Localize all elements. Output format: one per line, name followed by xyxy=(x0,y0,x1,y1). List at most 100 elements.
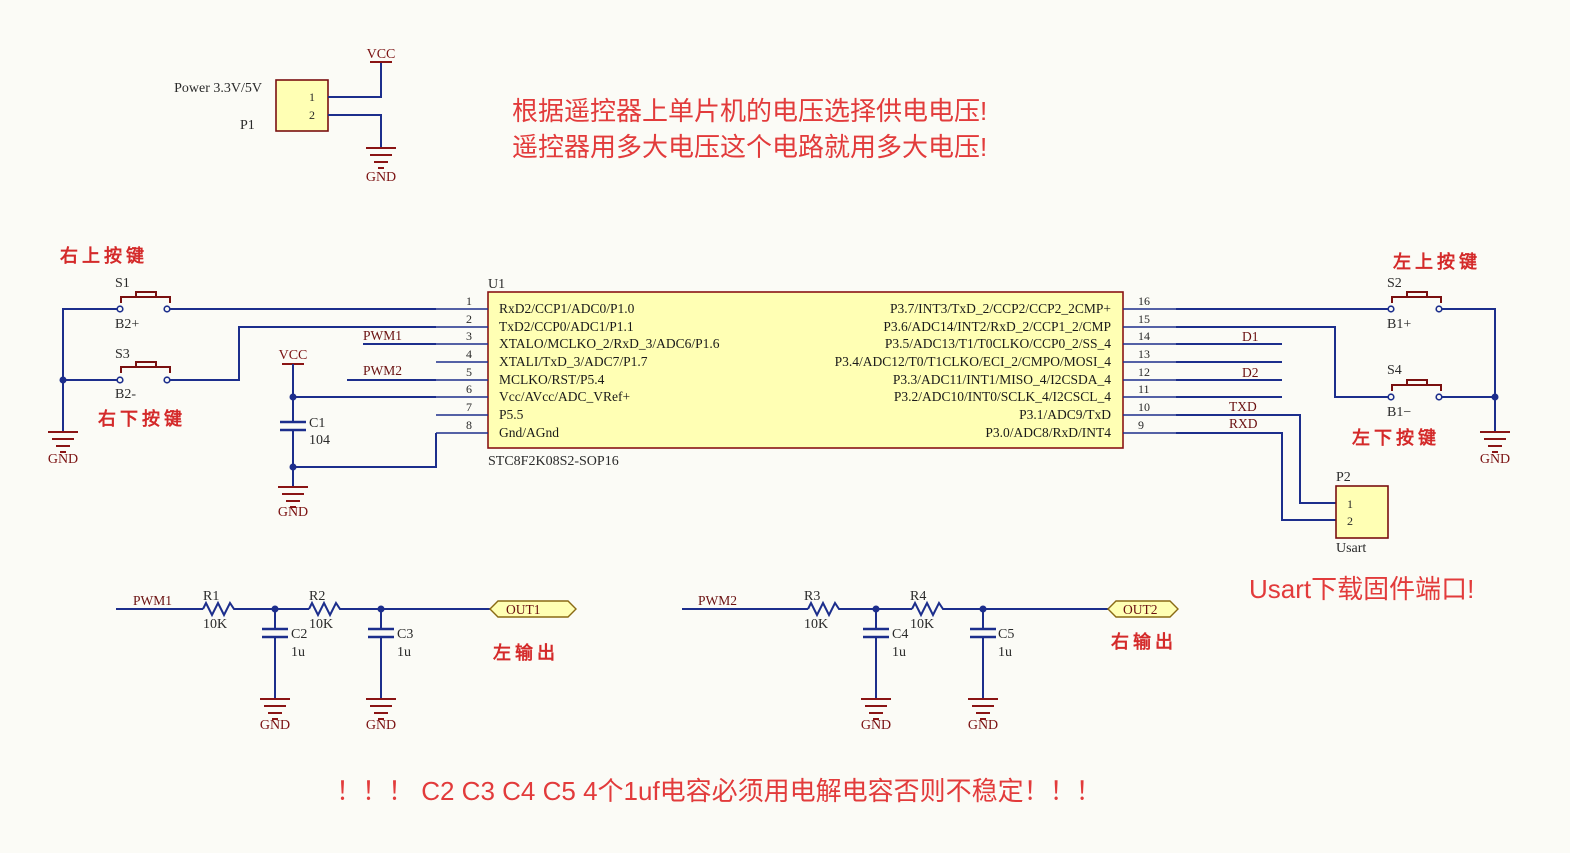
gnd-label: GND xyxy=(861,718,891,733)
u1-pin-num: 4 xyxy=(466,347,472,361)
r1-value: 10K xyxy=(203,617,227,632)
wire-p1-vcc xyxy=(328,62,382,98)
wire-left-buttons-gnd xyxy=(62,308,117,432)
usart-header-p2[interactable]: 1 2 P2 Usart xyxy=(1335,470,1389,556)
gnd-left-buttons: GND xyxy=(48,431,78,467)
u1-pin-name: P3.0/ADC8/RxD/INT4 xyxy=(985,425,1111,440)
net-d1-stub: D1 xyxy=(1176,329,1282,345)
u1-pin-name: TxD2/CCP0/ADC1/P1.1 xyxy=(499,319,634,334)
gnd-c3: GND xyxy=(366,698,396,733)
p2-pin-2: 2 xyxy=(1347,514,1353,528)
s1-net: B2+ xyxy=(115,317,139,332)
gnd-c4: GND xyxy=(861,698,891,733)
resistor-r4[interactable]: R4 10K xyxy=(910,589,946,632)
c5-designator: C5 xyxy=(998,627,1014,642)
capacitor-c5[interactable]: C5 1u xyxy=(970,627,1014,660)
c1-designator: C1 xyxy=(309,416,325,431)
button-s1[interactable]: S1 B2+ xyxy=(115,276,171,332)
capacitor-c1[interactable]: C1 104 xyxy=(280,416,330,448)
junction xyxy=(289,393,297,401)
vcc-symbol-c1: VCC xyxy=(279,348,307,365)
p1-gnd-symbol: GND xyxy=(366,147,396,185)
net-label-pwm1: PWM1 xyxy=(363,328,402,343)
u1-pin-num: 2 xyxy=(466,312,472,326)
resistor-r2[interactable]: R2 10K xyxy=(308,589,343,632)
note-electrolytic-caps: ！！！ C2 C3 C4 C5 4个1uf电容必须用电解电容否则不稳定！！！ xyxy=(336,776,1102,806)
wire-p1-gnd xyxy=(328,114,382,148)
port-out2[interactable]: OUT2 xyxy=(1107,600,1179,618)
u1-pin-num: 5 xyxy=(466,365,472,379)
u1-right-pin-names: P3.7/INT3/TxD_2/CCP2/CCP2_2CMP+ P3.6/ADC… xyxy=(835,301,1112,440)
s1-designator: S1 xyxy=(115,276,130,291)
label-right-down-key: 右下按键 xyxy=(98,408,186,429)
capacitor-c4[interactable]: C4 1u xyxy=(863,627,908,660)
s3-net: B2- xyxy=(115,387,136,402)
u1-pin-name: P3.7/INT3/TxD_2/CCP2/CCP2_2CMP+ xyxy=(890,301,1111,316)
u1-left-pins: 1 2 3 4 5 6 7 8 xyxy=(436,294,488,434)
r4-value: 10K xyxy=(910,617,934,632)
net-d2-stub: D2 xyxy=(1176,365,1282,381)
u1-part: STC8F2K08S2-SOP16 xyxy=(488,454,619,469)
resistor-r1[interactable]: R1 10K xyxy=(202,589,237,632)
u1-pin-name: XTALI/TxD_3/ADC7/P1.7 xyxy=(499,354,648,369)
p1-pin-2: 2 xyxy=(309,108,315,122)
u1-pin-name: Vcc/AVcc/ADC_VRef+ xyxy=(499,389,630,404)
u1-left-pin-names: RxD2/CCP1/ADC0/P1.0 TxD2/CCP0/ADC1/P1.1 … xyxy=(499,301,720,440)
u1-pin-name: P5.5 xyxy=(499,407,524,422)
wire-rxd-p2 xyxy=(1176,432,1336,521)
label-right-output: 右输出 xyxy=(1111,631,1177,652)
gnd-c2: GND xyxy=(260,698,290,733)
s4-designator: S4 xyxy=(1387,363,1402,378)
gnd-right-buttons: GND xyxy=(1480,431,1510,467)
wire-s3-pin2 xyxy=(170,326,436,381)
wire-right-buttons-gnd xyxy=(1442,308,1496,432)
wire-txd-p2 xyxy=(1176,414,1336,504)
u1-pin-name: P3.1/ADC9/TxD xyxy=(1019,407,1111,422)
resistor-r3[interactable]: R3 10K xyxy=(804,589,842,632)
gnd-label: GND xyxy=(968,718,998,733)
u1-pin-num: 15 xyxy=(1138,312,1150,326)
capacitor-c2[interactable]: C2 1u xyxy=(262,627,307,660)
p1-designator: P1 xyxy=(240,118,255,133)
junction xyxy=(1491,393,1499,401)
gnd-label: GND xyxy=(48,452,78,467)
u1-pin-num: 12 xyxy=(1138,365,1150,379)
gnd-c1: GND xyxy=(278,486,308,520)
u1-pin-name: P3.5/ADC13/T1/T0CLKO/CCP0_2/SS_4 xyxy=(885,336,1111,351)
filter-right: PWM2 R3 10K R4 10K C4 1u GND C5 1u xyxy=(682,589,1179,733)
u1-pin-num: 3 xyxy=(466,329,472,343)
u1-pin-num: 9 xyxy=(1138,418,1144,432)
c4-designator: C4 xyxy=(892,627,908,642)
button-s3[interactable]: S3 B2- xyxy=(115,347,171,402)
p2-designator: P2 xyxy=(1336,470,1351,485)
button-s4[interactable]: S4 B1− xyxy=(1387,363,1443,420)
label-left-output: 左输出 xyxy=(493,642,559,663)
power-header-p1[interactable]: 1 2 Power 3.3V/5V P1 xyxy=(174,79,329,133)
capacitor-c3[interactable]: C3 1u xyxy=(368,627,413,660)
s2-designator: S2 xyxy=(1387,276,1402,291)
u1-pin-num: 8 xyxy=(466,418,472,432)
u1-pin-num: 6 xyxy=(466,382,472,396)
c2-designator: C2 xyxy=(291,627,307,642)
label-right-up-key: 右上按键 xyxy=(60,245,148,266)
junction xyxy=(59,376,67,384)
mcu-u1[interactable]: U1 STC8F2K08S2-SOP16 1 2 3 4 5 6 7 8 RxD… xyxy=(436,277,1176,469)
junction xyxy=(289,463,297,471)
wire-pin15-s4 xyxy=(1176,326,1388,398)
c3-value: 1u xyxy=(397,645,411,660)
net-label-d2: D2 xyxy=(1242,365,1259,380)
wire-gnd-pin8 xyxy=(293,433,437,468)
gnd-c5: GND xyxy=(968,698,998,733)
u1-pin-name: XTALO/MCLKO_2/RxD_3/ADC6/P1.6 xyxy=(499,336,720,351)
r3-value: 10K xyxy=(804,617,828,632)
port-out1[interactable]: OUT1 xyxy=(489,600,577,618)
button-s2[interactable]: S2 B1+ xyxy=(1387,276,1443,332)
r4-designator: R4 xyxy=(910,589,926,604)
c1-value: 104 xyxy=(309,433,330,448)
u1-pin-name: P3.4/ADC12/T0/T1CLKO/ECI_2/CMPO/MOSI_4 xyxy=(835,354,1112,369)
u1-designator: U1 xyxy=(488,277,505,292)
net-label-rxd: RXD xyxy=(1229,416,1258,431)
u1-pin-name: P3.6/ADC14/INT2/RxD_2/CCP1_2/CMP xyxy=(883,319,1111,334)
c5-value: 1u xyxy=(998,645,1012,660)
